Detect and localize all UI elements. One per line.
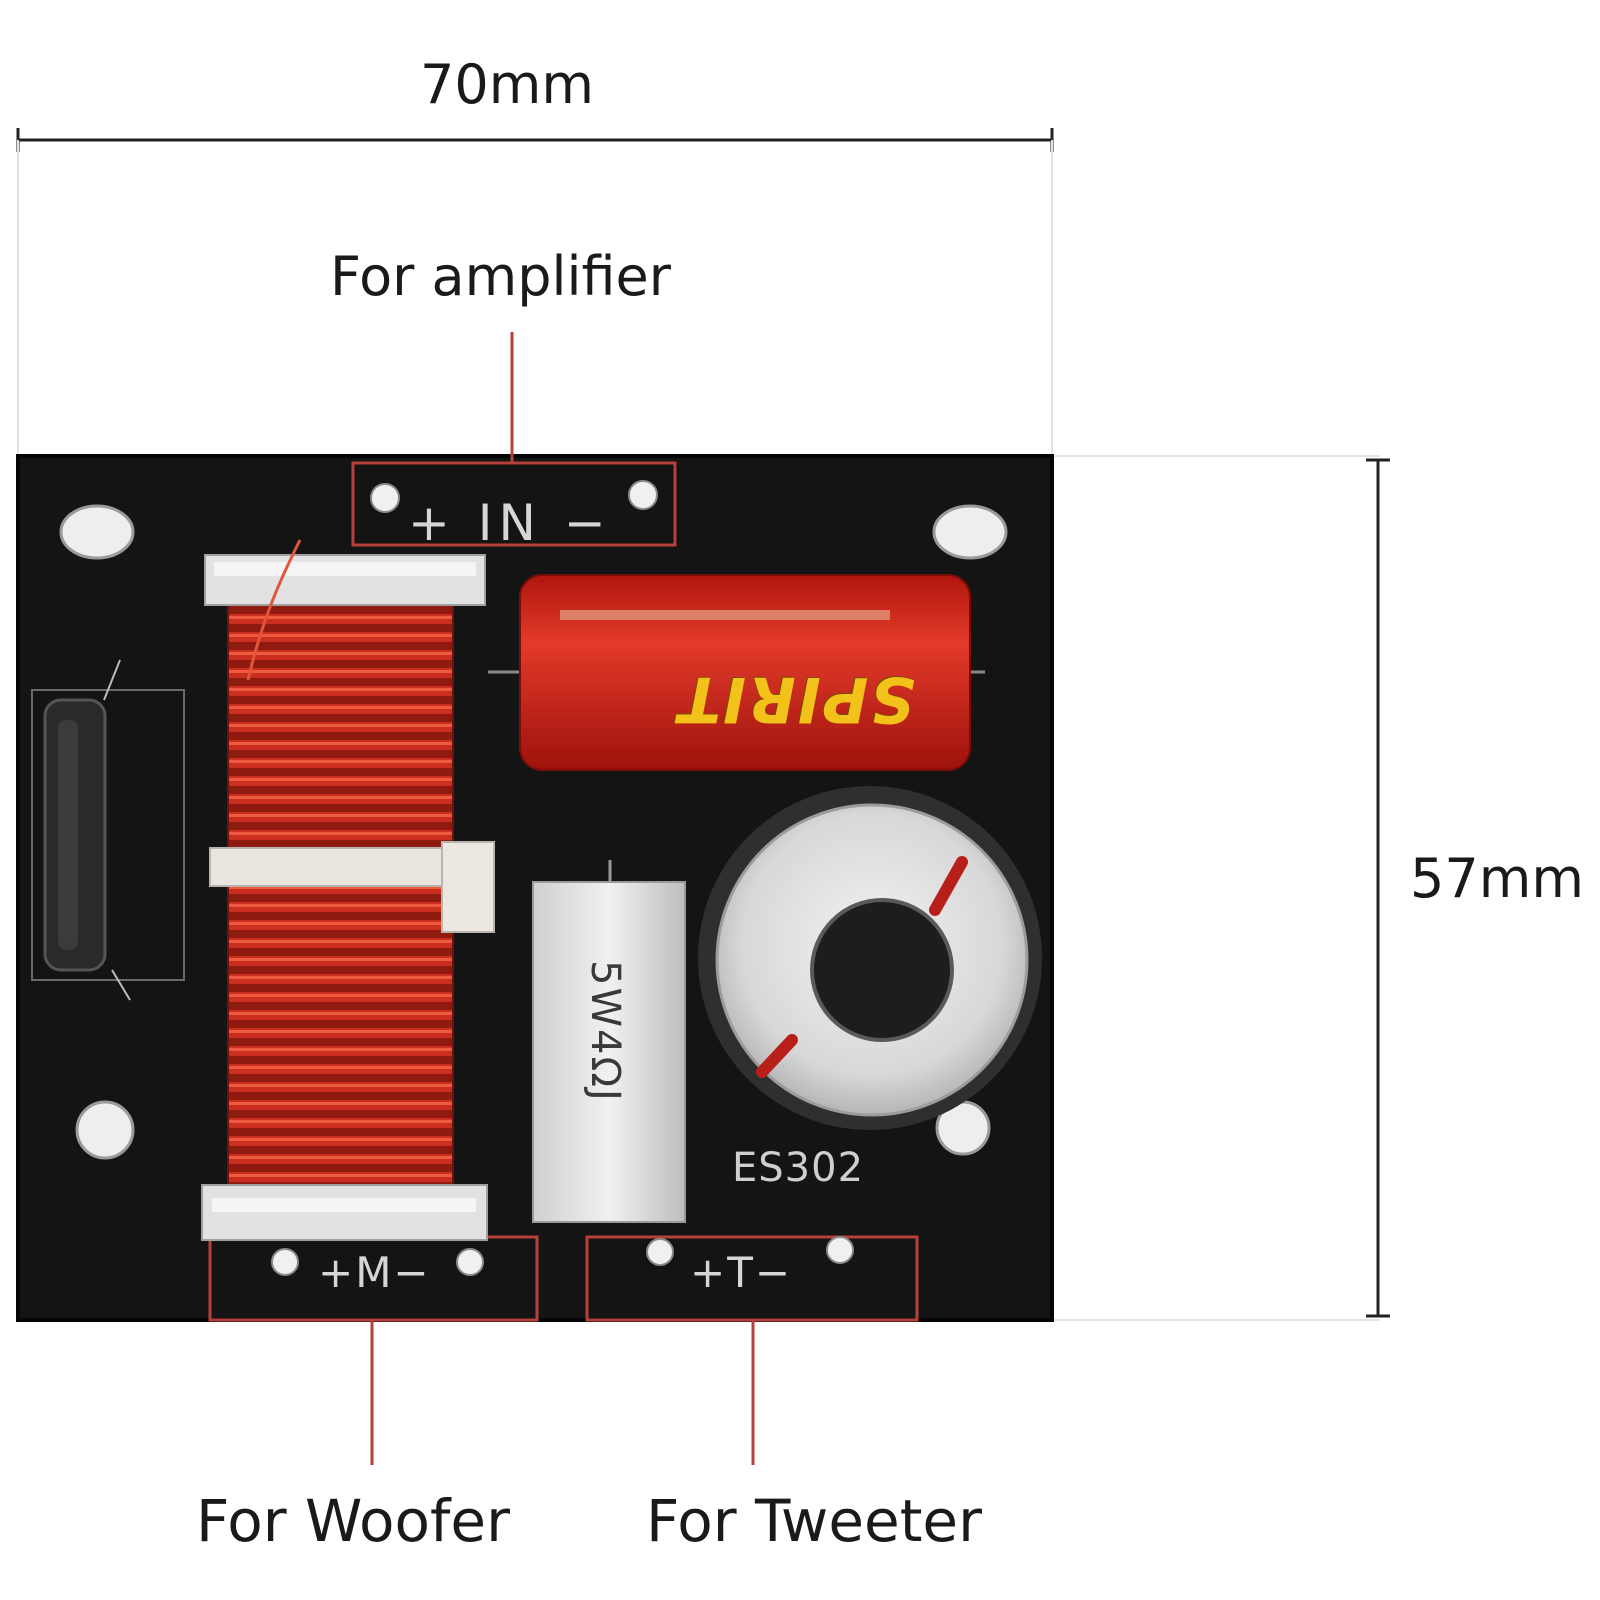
board-model-number: ES302 (732, 1145, 865, 1191)
mounting-hole (59, 504, 135, 560)
input-terminal-silkscreen: + IN − (408, 494, 612, 552)
resistor-marking: 5W4ΩJ (582, 960, 628, 1103)
height-dimension-label: 57mm (1410, 847, 1584, 910)
tweeter-terminal-silkscreen: +T− (690, 1248, 793, 1297)
tweeter-connection-label: For Tweeter (646, 1487, 982, 1555)
woofer-connection-label: For Woofer (196, 1487, 510, 1555)
capacitor-brand: SPIRIT (676, 663, 915, 736)
width-dimension-label: 70mm (420, 53, 594, 116)
height-dimension-line (1052, 455, 1390, 1321)
woofer-terminal-silkscreen: +M− (318, 1248, 431, 1297)
cement-resistor (532, 860, 686, 1223)
input-terminal-frame (351, 461, 677, 547)
terminal-pads (271, 480, 854, 1276)
callout-lines (370, 332, 755, 1465)
mounting-hole (75, 1100, 135, 1160)
width-dimension-line (16, 128, 1054, 455)
mounting-hole (932, 504, 1008, 560)
electrolytic-capacitor (488, 574, 985, 771)
mounting-holes (59, 504, 1008, 1160)
amplifier-connection-label: For amplifier (330, 245, 671, 308)
film-capacitor (31, 659, 185, 1001)
toroid-inductor (698, 786, 1042, 1130)
air-core-inductor (201, 539, 495, 1241)
